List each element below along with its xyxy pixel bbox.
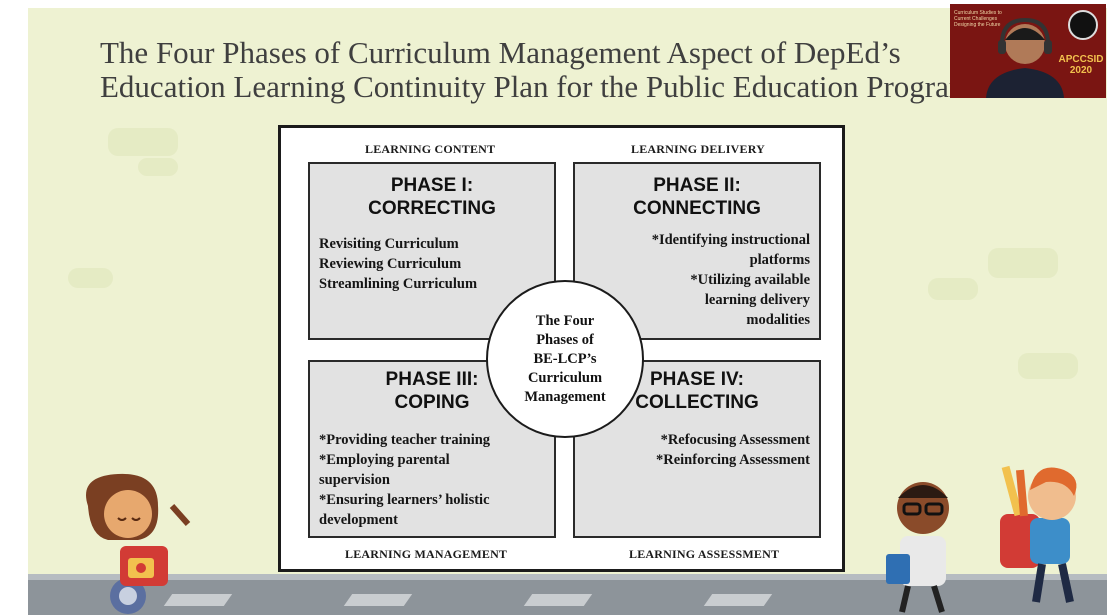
list-item: modalities (746, 312, 810, 328)
student-backpack-illustration (1000, 465, 1077, 603)
road-edge (28, 574, 1107, 580)
road-stripe (523, 594, 593, 606)
list-item: *Utilizing available (690, 272, 810, 288)
title-line-1: The Four Phases of Curriculum Management… (100, 35, 901, 70)
label-learning-assessment: LEARNING ASSESSMENT (629, 547, 780, 561)
center-line: BE-LCP’s (533, 350, 597, 367)
list-item: development (319, 512, 398, 528)
student-wheelchair-illustration (86, 473, 191, 614)
road-stripe (703, 594, 773, 606)
overlay-line: 2020 (1069, 65, 1093, 76)
background-blot (1018, 353, 1078, 379)
phase-3-title: PHASE III: (385, 369, 479, 390)
phase-1-title: PHASE I: (390, 175, 474, 196)
webcam-overlay-text: APCCSID 2020 (1058, 54, 1104, 76)
overlay-line: APCCSID (1058, 54, 1104, 65)
list-item: supervision (319, 472, 390, 488)
list-item: Revisiting Curriculum (319, 236, 459, 252)
list-item: *Employing parental (319, 452, 450, 468)
phase-3-name: COPING (394, 392, 470, 413)
phase-1-panel: PHASE I: CORRECTING Revisiting Curriculu… (308, 162, 556, 340)
user-video-icon (986, 17, 1064, 98)
center-line: Curriculum (527, 369, 603, 386)
list-item: Streamlining Curriculum (319, 276, 478, 292)
phase-1-name: CORRECTING (368, 198, 496, 219)
list-item: platforms (749, 252, 810, 268)
phase-2-items: *Identifying instructional platforms *Ut… (652, 230, 810, 330)
label-learning-content: LEARNING CONTENT (365, 142, 496, 156)
phase-4-title: PHASE IV: (650, 369, 744, 390)
list-item: Reviewing Curriculum (319, 256, 462, 272)
student-glasses-illustration (886, 482, 949, 613)
label-learning-delivery: LEARNING DELIVERY (631, 142, 765, 156)
label-learning-management: LEARNING MANAGEMENT (345, 547, 508, 561)
list-item: *Reinforcing Assessment (656, 452, 810, 468)
background-blot (68, 268, 113, 288)
background-blot (138, 158, 178, 176)
title-line-2: Education Learning Continuity Plan for t… (100, 69, 973, 104)
center-line: The Four (535, 312, 595, 329)
center-circle: The Four Phases of BE-LCP’s Curriculum M… (486, 280, 644, 438)
list-item: learning delivery (704, 292, 810, 308)
phases-diagram: LEARNING CONTENT LEARNING DELIVERY PHASE… (278, 125, 845, 572)
center-line: Phases of (536, 331, 594, 348)
list-item: *Providing teacher training (319, 432, 491, 448)
webcam-overlay[interactable]: Curriculum Studies to Current Challenges… (950, 4, 1106, 98)
background-blot (928, 278, 978, 300)
background-blot (108, 128, 178, 156)
background-blot (988, 248, 1058, 278)
list-item: *Refocusing Assessment (660, 432, 810, 448)
list-item: *Ensuring learners’ holistic (319, 492, 490, 508)
phase-4-name: COLLECTING (635, 392, 759, 413)
slide-title: The Four Phases of Curriculum Management… (100, 36, 1000, 104)
phase-4-items: *Refocusing Assessment *Reinforcing Asse… (656, 430, 810, 470)
webcam-banner-text: Curriculum Studies to Current Challenges… (954, 10, 1002, 28)
road-stripe (343, 594, 413, 606)
globe-logo-icon (1068, 10, 1098, 40)
phase-1-items: Revisiting Curriculum Reviewing Curricul… (319, 234, 477, 294)
list-item: *Identifying instructional (651, 232, 810, 248)
slide: The Four Phases of Curriculum Management… (28, 8, 1107, 615)
phase-2-title: PHASE II: (653, 175, 741, 196)
phase-2-name: CONNECTING (633, 198, 761, 219)
center-line: Management (524, 388, 606, 405)
phase-3-items: *Providing teacher training *Employing p… (319, 430, 490, 530)
